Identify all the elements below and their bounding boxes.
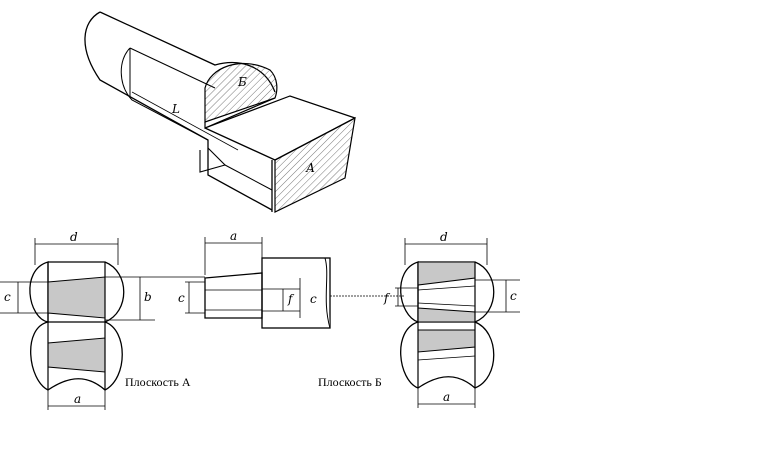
caption-plane-b: Плоскость Б	[318, 375, 382, 389]
face-a-hatched	[274, 116, 356, 213]
label-a-mid: a	[230, 229, 237, 243]
plane-b-view: d f c a Плоскость Б	[318, 230, 520, 408]
label-c-right: c	[510, 289, 517, 303]
label-face-b: Б	[237, 75, 247, 89]
plane-a-view: d c b a Плоскость А	[0, 230, 191, 410]
label-a-right: a	[443, 390, 450, 404]
label-face-a: А	[305, 161, 315, 175]
label-f-right: f	[383, 291, 391, 305]
face-b-hatched	[204, 62, 278, 123]
label-c-mid1: c	[178, 291, 185, 305]
label-d-left: d	[70, 230, 78, 244]
label-c-mid2: c	[310, 292, 317, 306]
label-d-right: d	[440, 230, 448, 244]
isometric-workpiece: L Б А	[84, 11, 356, 213]
label-f-mid: f	[287, 292, 295, 306]
caption-plane-a: Плоскость А	[125, 375, 191, 389]
label-b: b	[144, 290, 152, 304]
workpiece-profile: a c f c	[155, 229, 405, 329]
label-l: L	[171, 102, 180, 116]
label-a-left: a	[74, 392, 81, 406]
label-c-left: c	[4, 290, 11, 304]
